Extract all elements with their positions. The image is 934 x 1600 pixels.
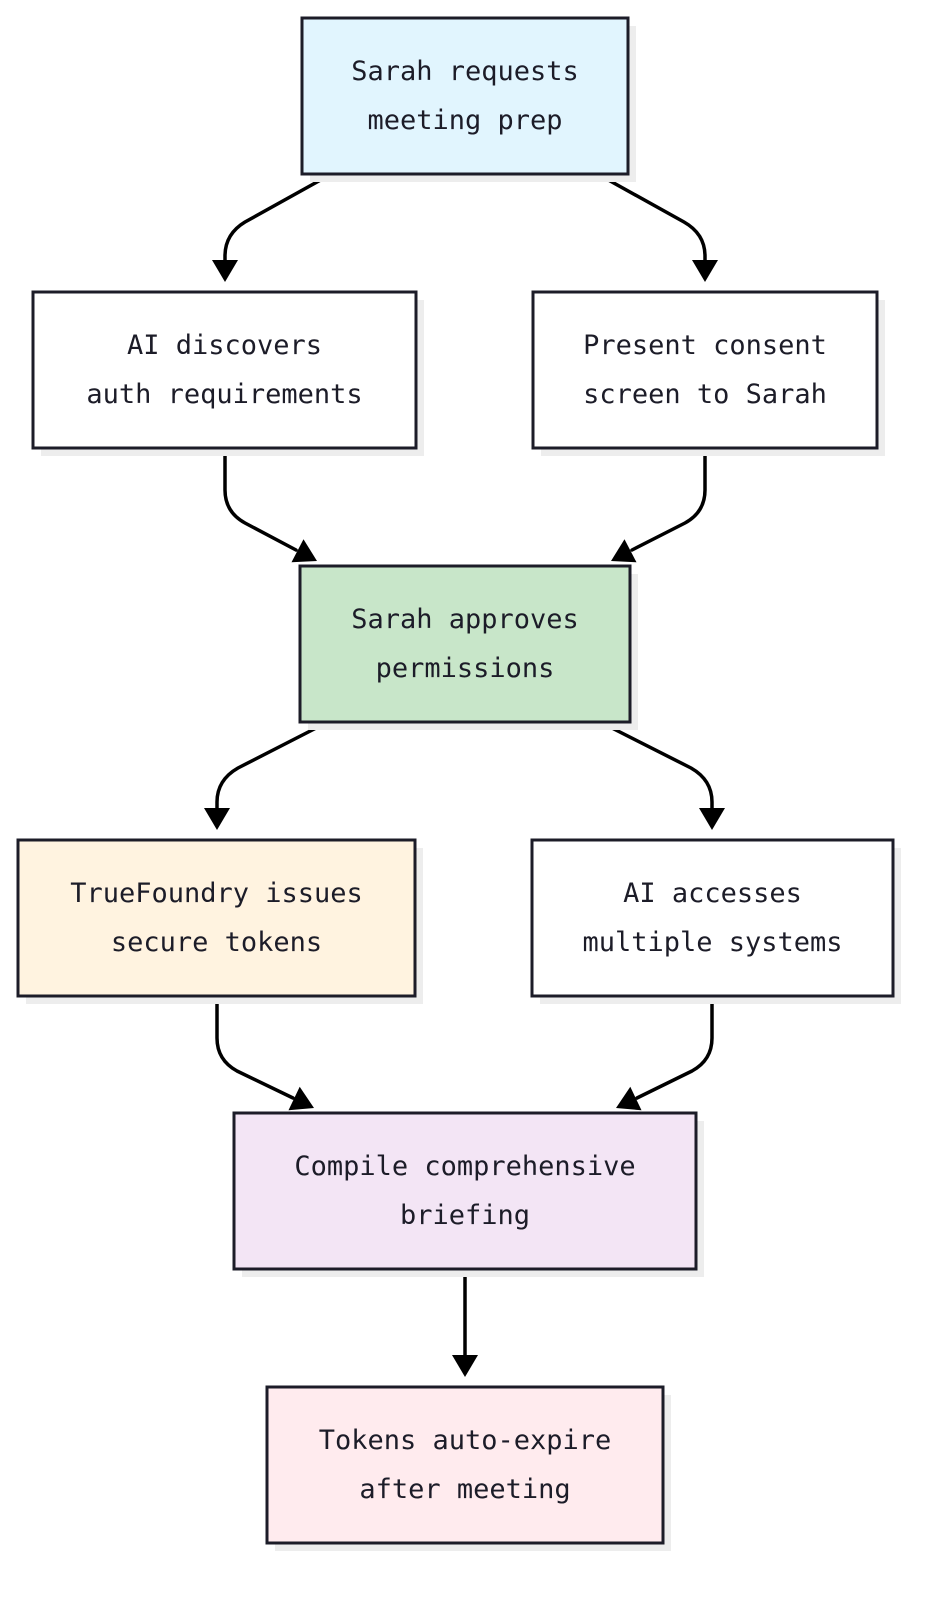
arrowhead-consent-to-approve — [611, 539, 637, 563]
edge-line-access-to-compile — [635, 996, 714, 1100]
edge-line-request-to-discover — [223, 175, 328, 264]
node-tokens: TrueFoundry issues secure tokens — [16, 838, 423, 1004]
node-box — [531, 290, 879, 450]
node-box — [300, 16, 630, 176]
edge-access-to-compile — [616, 996, 714, 1111]
node-box — [31, 290, 418, 450]
node-compile: Compile comprehensive briefing — [232, 1111, 704, 1277]
arrowhead-access-to-compile — [616, 1086, 642, 1111]
node-label-line-1: Compile comprehensive — [294, 1151, 635, 1182]
node-label-line-2: auth requirements — [86, 379, 362, 410]
edge-compile-to-expire — [452, 1270, 478, 1377]
nodes: Sarah requests meeting prep AI discovers au… — [16, 16, 901, 1551]
edge-line-discover-to-approve — [223, 448, 298, 552]
node-label-line-2: meeting prep — [367, 105, 562, 136]
node-discover: AI discovers auth requirements — [31, 290, 424, 456]
arrowhead-request-to-consent — [692, 260, 718, 282]
edge-request-to-consent — [601, 175, 718, 282]
node-label-line-2: briefing — [400, 1200, 530, 1231]
edge-discover-to-approve — [223, 448, 317, 563]
arrowhead-approve-to-access — [699, 808, 725, 830]
node-label-line-1: TrueFoundry issues — [70, 878, 363, 909]
node-label-line-2: secure tokens — [111, 927, 322, 958]
node-label-line-1: Sarah requests — [351, 56, 579, 87]
node-label-line-1: Sarah approves — [351, 604, 579, 635]
edge-consent-to-approve — [611, 448, 707, 563]
edge-line-approve-to-access — [604, 723, 714, 812]
edge-line-tokens-to-compile — [215, 996, 295, 1100]
node-label-line-2: permissions — [376, 653, 555, 684]
node-box — [232, 1111, 698, 1271]
node-label-line-1: Present consent — [583, 330, 827, 361]
edge-line-approve-to-tokens — [215, 723, 324, 812]
node-approve: Sarah approves permissions — [298, 564, 638, 730]
node-box — [530, 838, 895, 998]
node-label-line-1: AI accesses — [623, 878, 802, 909]
node-label-line-2: after meeting — [359, 1474, 570, 1505]
node-label-line-2: screen to Sarah — [583, 379, 827, 410]
arrowhead-approve-to-tokens — [204, 808, 230, 830]
node-label-line-2: multiple systems — [582, 927, 842, 958]
edge-approve-to-access — [604, 723, 725, 830]
arrowhead-tokens-to-compile — [288, 1086, 314, 1111]
node-label-line-1: AI discovers — [127, 330, 322, 361]
node-label-line-1: Tokens auto-expire — [319, 1425, 612, 1456]
arrowhead-compile-to-expire — [452, 1355, 478, 1377]
node-access: AI accesses multiple systems — [530, 838, 901, 1004]
edge-line-consent-to-approve — [630, 448, 707, 552]
edge-approve-to-tokens — [204, 723, 324, 830]
arrowhead-request-to-discover — [212, 260, 238, 282]
node-box — [16, 838, 417, 998]
node-request: Sarah requests meeting prep — [300, 16, 636, 182]
node-box — [265, 1385, 665, 1545]
node-box — [298, 564, 632, 724]
edge-tokens-to-compile — [215, 996, 314, 1111]
edges — [204, 175, 725, 1377]
edge-request-to-discover — [212, 175, 328, 282]
node-expire: Tokens auto-expire after meeting — [265, 1385, 671, 1551]
edge-line-request-to-consent — [601, 175, 707, 264]
arrowhead-discover-to-approve — [291, 539, 317, 563]
node-consent: Present consent screen to Sarah — [531, 290, 885, 456]
